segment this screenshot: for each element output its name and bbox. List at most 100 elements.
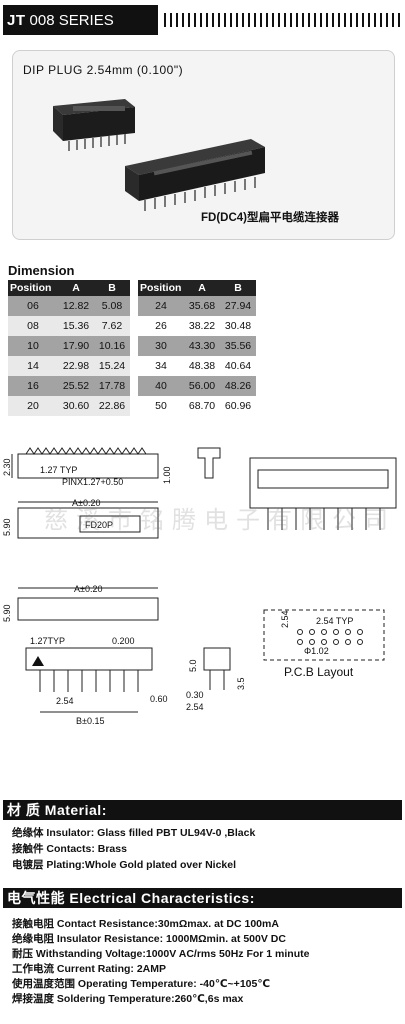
cell: 26 — [138, 316, 184, 336]
material-line: 接触件 Contacts: Brass — [12, 843, 127, 855]
table-row: 26 38.22 30.48 — [138, 316, 256, 336]
electrical-line: 接触电阻 Contact Resistance:30mΩmax. at DC 1… — [12, 918, 279, 930]
dim-1-27-typ: 1.27 TYP — [40, 465, 77, 475]
dim-2-54: 2.54 — [56, 696, 74, 706]
series-label: 008 SERIES — [29, 11, 114, 29]
col-b: B — [220, 280, 256, 296]
connector-photo-illustration — [53, 99, 265, 211]
cell: 35.68 — [184, 296, 220, 316]
dim-b-015: B±0.15 — [76, 716, 104, 726]
cell: 35.56 — [220, 336, 256, 356]
dim-a-020-b: A±0.20 — [74, 584, 102, 594]
dimension-title: Dimension — [8, 263, 75, 278]
dim-0-200: 0.200 — [112, 636, 135, 646]
dim-pinx: PINX1.27+0.50 — [62, 477, 123, 487]
technical-drawing: 2.30 1.27 TYP PINX1.27+0.50 1.00 A±0.20 … — [2, 447, 397, 726]
table-row: 20 30.60 22.86 — [8, 396, 130, 416]
dim-2-54-b: 2.54 — [186, 702, 204, 712]
dimension-table-right: Position A B 24 35.68 27.94 26 38.22 30.… — [138, 280, 256, 416]
pcb-dim-2-54: 2.54 — [280, 610, 290, 628]
front-section-drawing — [249, 457, 397, 530]
barcode-decoration — [164, 13, 400, 27]
electrical-line: 焊接温度 Soldering Temperature:260℃,6s max — [12, 993, 244, 1005]
dim-5-90-b: 5.90 — [2, 604, 12, 622]
pcb-dim-2-54-typ: 2.54 TYP — [316, 616, 353, 626]
dim-a-020: A±0.20 — [72, 498, 100, 508]
material-line: 绝缘体 Insulator: Glass filled PBT UL94V-0 … — [12, 827, 256, 839]
dim-0-60: 0.60 — [150, 694, 168, 704]
dim-5-90: 5.90 — [2, 518, 12, 536]
dim-3-5: 3.5 — [236, 677, 246, 690]
brand-label: JT — [7, 11, 26, 29]
col-b: B — [94, 280, 130, 296]
electrical-line: 绝缘电阻 Insulator Resistance: 1000MΩmin. at… — [12, 933, 286, 945]
cell: 48.38 — [184, 356, 220, 376]
dim-0-30: 0.30 — [186, 690, 204, 700]
dimension-table-left: Position A B 06 12.82 5.08 08 15.36 7.62… — [8, 280, 130, 416]
cell: 50 — [138, 396, 184, 416]
end-profile-drawing — [197, 447, 221, 479]
table-header-row: Position A B — [8, 280, 130, 296]
table-row: 16 25.52 17.78 — [8, 376, 130, 396]
cell: 56.00 — [184, 376, 220, 396]
table-header-row: Position A B — [138, 280, 256, 296]
col-position: Position — [8, 280, 58, 296]
electrical-section-title: 电气性能 Electrical Characteristics: — [3, 888, 402, 908]
cell: 12.82 — [58, 296, 94, 316]
cell: 10.16 — [94, 336, 130, 356]
large-connector-icon — [125, 139, 265, 211]
pcb-layout-drawing: 2.54 2.54 TYP Φ1.02 P.C.B Layout — [263, 609, 385, 679]
table-row: 34 48.38 40.64 — [138, 356, 256, 376]
table-row: 10 17.90 10.16 — [8, 336, 130, 356]
dim-1-00: 1.00 — [162, 466, 172, 484]
cell: 08 — [8, 316, 58, 336]
table-row: 08 15.36 7.62 — [8, 316, 130, 336]
cell: 14 — [8, 356, 58, 376]
table-row: 40 56.00 48.26 — [138, 376, 256, 396]
cell: 5.08 — [94, 296, 130, 316]
col-a: A — [58, 280, 94, 296]
cell: 40.64 — [220, 356, 256, 376]
cell: 60.96 — [220, 396, 256, 416]
cell: 20 — [8, 396, 58, 416]
material-line: 电镀层 Plating:Whole Gold plated over Nicke… — [12, 859, 237, 871]
side-view-drawing: 2.30 1.27 TYP PINX1.27+0.50 1.00 — [2, 447, 172, 487]
dim-5-0: 5.0 — [188, 659, 198, 672]
table-row: 06 12.82 5.08 — [8, 296, 130, 316]
series-header: JT 008 SERIES — [3, 5, 158, 35]
cell: 24 — [138, 296, 184, 316]
cell: 27.94 — [220, 296, 256, 316]
cell: 22.86 — [94, 396, 130, 416]
cell: 43.30 — [184, 336, 220, 356]
cell: 15.24 — [94, 356, 130, 376]
product-photo-panel: DIP PLUG 2.54mm (0.100") — [12, 50, 395, 240]
cell: 30.48 — [220, 316, 256, 336]
product-caption: FD(DC4)型扁平电缆连接器 — [201, 212, 339, 224]
electrical-line: 工作电流 Current Rating: 2AMP — [12, 963, 167, 975]
cell: 22.98 — [58, 356, 94, 376]
table-row: 24 35.68 27.94 — [138, 296, 256, 316]
cell: 34 — [138, 356, 184, 376]
electrical-line: 使用温度范围 Operating Temperature: -40℃~+105℃ — [12, 978, 271, 990]
watermark-text: 慈溪市铭腾电子有限公司 — [44, 506, 396, 534]
part-label-fd20p: FD20P — [85, 520, 113, 530]
table-row: 50 68.70 60.96 — [138, 396, 256, 416]
bottom-view-drawing: A±0.20 5.90 1.27TYP 0.200 2.54 0.60 B±0.… — [2, 584, 168, 726]
small-connector-icon — [53, 99, 135, 151]
product-title: DIP PLUG 2.54mm (0.100") — [23, 63, 184, 77]
table-row: 14 22.98 15.24 — [8, 356, 130, 376]
cell: 68.70 — [184, 396, 220, 416]
cell: 30 — [138, 336, 184, 356]
electrical-line: 耐压 Withstanding Voltage:1000V AC/rms 50H… — [12, 948, 310, 960]
cell: 40 — [138, 376, 184, 396]
table-row: 30 43.30 35.56 — [138, 336, 256, 356]
material-section-title: 材 质 Material: — [3, 800, 402, 820]
side-detail-drawing: 5.0 3.5 0.30 2.54 — [186, 647, 246, 712]
cell: 10 — [8, 336, 58, 356]
cell: 17.90 — [58, 336, 94, 356]
dim-2-30: 2.30 — [2, 458, 12, 476]
cell: 38.22 — [184, 316, 220, 336]
cell: 06 — [8, 296, 58, 316]
cell: 7.62 — [94, 316, 130, 336]
cell: 17.78 — [94, 376, 130, 396]
